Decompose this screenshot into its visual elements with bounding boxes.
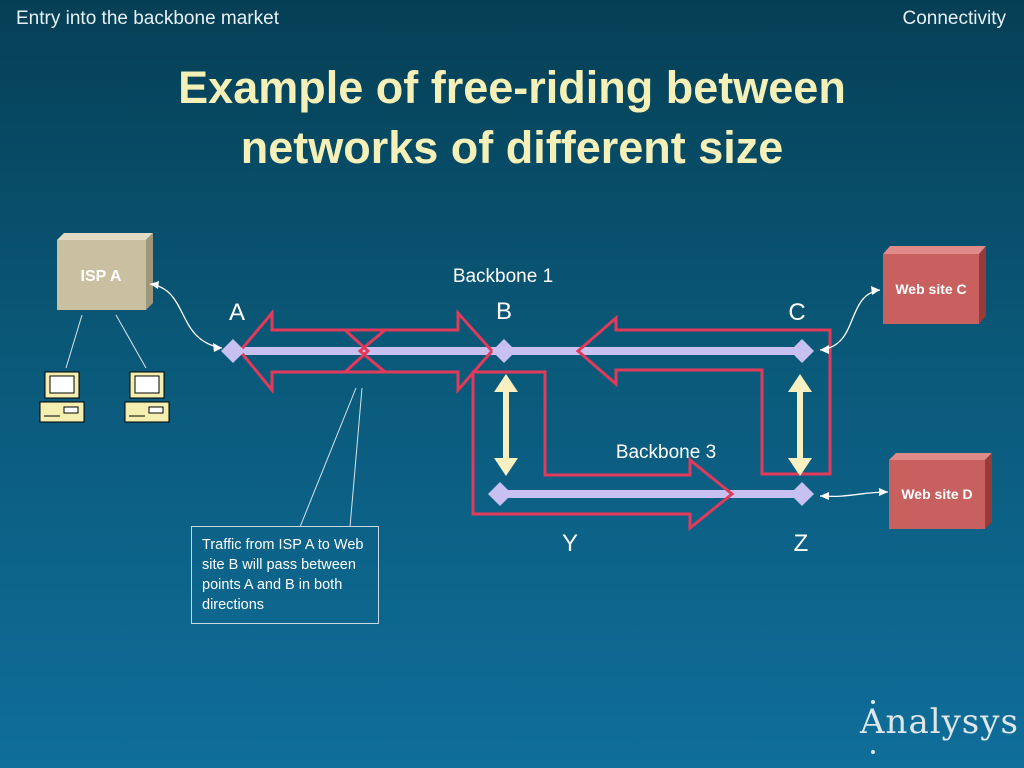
isp-a-label: ISP A [81,268,122,285]
traffic-arrow-b-to-a [238,308,390,395]
node-z [790,482,814,506]
traffic-arrow-c-via-z-to-b [575,314,832,476]
traffic-arrow-b-via-y-to-z [471,370,735,532]
node-c-label: C [788,299,805,326]
node-c [790,339,814,363]
node-a [221,339,245,363]
callout-note: Traffic from ISP A to Web site B will pa… [191,526,379,624]
callout-pointer-right [349,387,363,528]
logo-dot [871,700,875,704]
interconnect-c-z-arrow [788,374,812,476]
analysys-logo: Analysys [860,702,1019,742]
backbone-1-label: Backbone 1 [453,266,553,287]
web-site-c-label: Web site C [895,281,966,297]
web-site-d-box: Web site D [889,453,992,529]
node-z-label: Z [794,530,809,557]
node-a-label: A [229,299,245,326]
z-to-site-d-connector [819,491,889,498]
node-y-label: Y [562,530,578,557]
callout-pointer-left [299,387,357,528]
interconnect-b-y-arrow [494,374,518,476]
computer-icon [124,371,170,423]
backbone-3-label: Backbone 3 [616,442,716,463]
logo-dot [871,750,875,754]
web-site-c-box: Web site C [883,246,986,324]
c-to-site-c-connector [819,289,881,351]
isp-a-box: ISP A [57,233,153,310]
node-b-label: B [496,298,512,325]
title-line-2: networks of different size [240,122,784,173]
slide-title: Example of free-riding between networks … [0,58,1024,178]
computer-icon [39,371,85,423]
node-b [492,339,516,363]
header-topic: Entry into the backbone market [16,8,279,29]
isp-link-left [65,314,83,369]
isp-link-right [115,314,147,369]
web-site-d-label: Web site D [901,486,972,502]
isp-to-a-connector [149,283,223,349]
header-section: Connectivity [902,8,1007,29]
node-y [488,482,512,506]
traffic-arrow-a-to-b [341,309,495,395]
title-line-1: Example of free-riding between [178,62,846,113]
